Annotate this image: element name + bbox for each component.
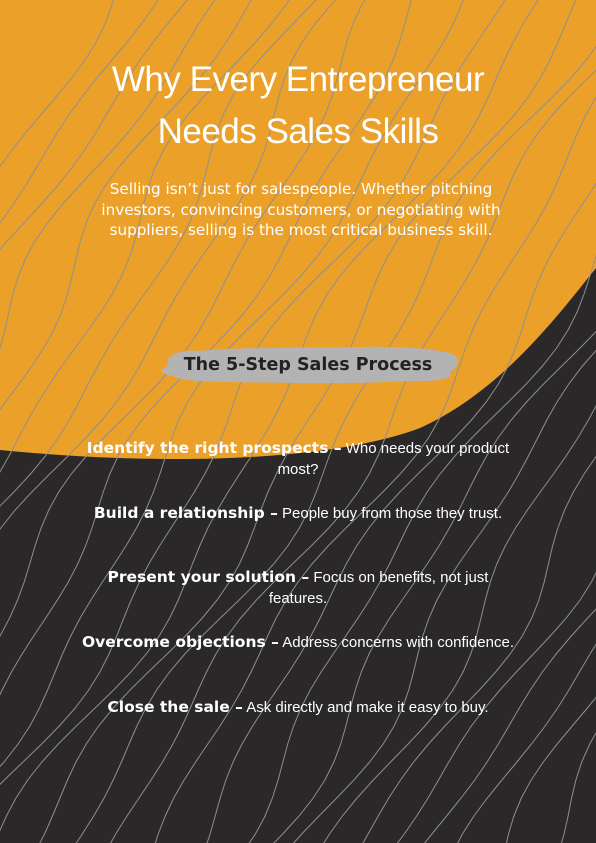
contour-line	[293, 349, 596, 843]
step-item-1: Identify the right prospects – Who needs…	[80, 438, 516, 480]
contour-line	[110, 69, 596, 843]
step-text: Focus on benefits, not just features.	[268, 569, 489, 607]
step-text: Address concerns with confidence.	[282, 634, 514, 651]
contour-line	[75, 45, 596, 843]
section-badge-label: The 5-Step Sales Process	[183, 355, 433, 375]
badge-shape	[161, 346, 458, 383]
contour-line	[0, 0, 114, 168]
title-line-1: Why Every Entrepreneur	[111, 60, 485, 99]
contour-line	[0, 0, 159, 224]
step-title: Build a relationship –	[93, 504, 278, 522]
contour-line	[396, 571, 596, 843]
contour-line	[0, 0, 317, 507]
contour-line	[457, 643, 596, 843]
contour-line	[39, 0, 577, 843]
step-item-3: Present your solution – Focus on benefit…	[80, 567, 516, 609]
contour-line	[0, 0, 252, 411]
contour-line	[248, 254, 596, 843]
step-text: People buy from those they trust.	[282, 505, 503, 522]
step-title: Present your solution –	[107, 568, 310, 586]
title-line-2: Needs Sales Skills	[157, 112, 439, 151]
step-text: Ask directly and make it easy to buy.	[246, 699, 489, 716]
contour-line	[0, 0, 366, 637]
page-title: Why Every Entrepreneur Needs Sales Skill…	[0, 54, 596, 158]
step-title: Identify the right prospects –	[86, 439, 342, 457]
contour-line	[323, 404, 596, 843]
intro-paragraph: Selling isn’t just for salespeople. Whet…	[101, 180, 501, 239]
contour-line	[0, 0, 539, 832]
contour-line	[0, 0, 412, 696]
contour-line	[362, 455, 596, 843]
step-item-4: Overcome objections – Address concerns w…	[80, 632, 516, 653]
contour-line	[0, 0, 216, 350]
step-item-5: Close the sale – Ask directly and make i…	[40, 697, 556, 718]
step-title: Overcome objections –	[81, 633, 279, 651]
step-text: Who needs your product most?	[277, 440, 510, 478]
contour-line	[273, 330, 596, 843]
contour-line	[505, 696, 596, 843]
contour-line	[0, 0, 337, 531]
contour-line	[206, 182, 596, 843]
contour-line	[424, 608, 596, 843]
contour-line	[0, 0, 464, 768]
contour-line	[154, 96, 596, 843]
step-title: Close the sale –	[107, 698, 243, 716]
step-item-2: Build a relationship – People buy from t…	[80, 503, 516, 524]
orange-blob	[0, 0, 596, 460]
contour-line	[0, 0, 506, 786]
contour-line	[0, 0, 290, 473]
contour-line	[0, 0, 188, 250]
